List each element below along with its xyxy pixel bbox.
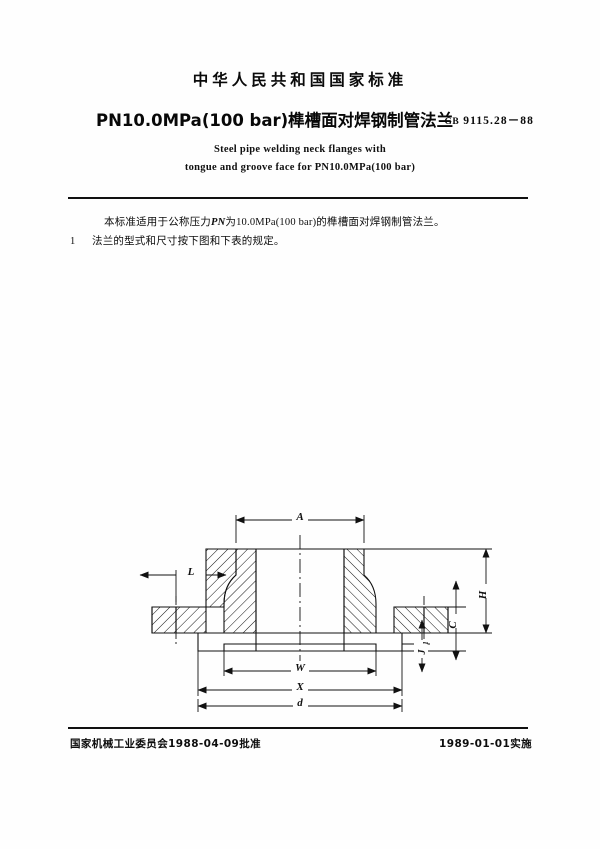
top-flange-view bbox=[139, 515, 492, 696]
clause-1-index: 1 bbox=[70, 236, 76, 247]
title-row: PN10.0MPa(100 bar)榫槽面对焊钢制管法兰 GB 9115.28－… bbox=[0, 107, 600, 133]
scope-paragraph: 本标准适用于公称压力PN为10.0MPa(100 bar)的榫槽面对焊钢制管法兰… bbox=[104, 214, 445, 229]
scope-symbol-pn: PN bbox=[211, 217, 226, 228]
page-title: PN10.0MPa(100 bar)榫槽面对焊钢制管法兰 bbox=[96, 111, 454, 130]
scope-pressure-value: 10.0MPa(100 bar) bbox=[236, 217, 317, 228]
label-L: L bbox=[187, 566, 195, 578]
scope-suffix: 的榫槽面对焊钢制管法兰。 bbox=[316, 216, 445, 228]
clause-1-paragraph: 1 法兰的型式和尺寸按下图和下表的规定。 bbox=[70, 233, 285, 248]
scope-mid: 为 bbox=[225, 216, 237, 228]
label-d: d bbox=[297, 697, 303, 709]
standard-number: GB 9115.28－88 bbox=[445, 112, 534, 128]
label-X: X bbox=[295, 681, 304, 693]
national-standard-header: 中华人民共和国国家标准 bbox=[192, 71, 408, 89]
bottom-flange-view bbox=[197, 699, 403, 712]
footer-approval-text: 国家机械工业委员会1988-04-09批准 bbox=[70, 738, 262, 750]
label-A: A bbox=[295, 511, 303, 523]
standard-number-value: 9115.28－88 bbox=[463, 115, 534, 127]
english-title-line-1: Steel pipe welding neck flanges with bbox=[213, 144, 387, 155]
label-C: C bbox=[447, 621, 459, 629]
clause-1-text: 法兰的型式和尺寸按下图和下表的规定。 bbox=[92, 235, 285, 247]
english-title-line-2: tongue and groove face for PN10.0MPa(100… bbox=[184, 162, 416, 173]
label-H: H bbox=[477, 590, 489, 600]
standard-gb-prefix: GB bbox=[444, 117, 460, 127]
scope-prefix: 本标准适用于公称压力 bbox=[104, 216, 211, 228]
flange-drawing-svg: A L H C J 1 W X d bbox=[139, 510, 493, 712]
footer-implementation-text: 1989-01-01实施 bbox=[439, 738, 532, 750]
technical-drawing-figure: A L H C J 1 W X d bbox=[0, 252, 600, 712]
label-W: W bbox=[295, 662, 306, 674]
footer-divider-rule bbox=[68, 727, 528, 729]
dimension-L bbox=[139, 570, 227, 602]
header-divider-rule bbox=[68, 197, 528, 199]
label-J1-subscript: 1 bbox=[422, 641, 430, 645]
label-J1: J bbox=[417, 649, 428, 656]
